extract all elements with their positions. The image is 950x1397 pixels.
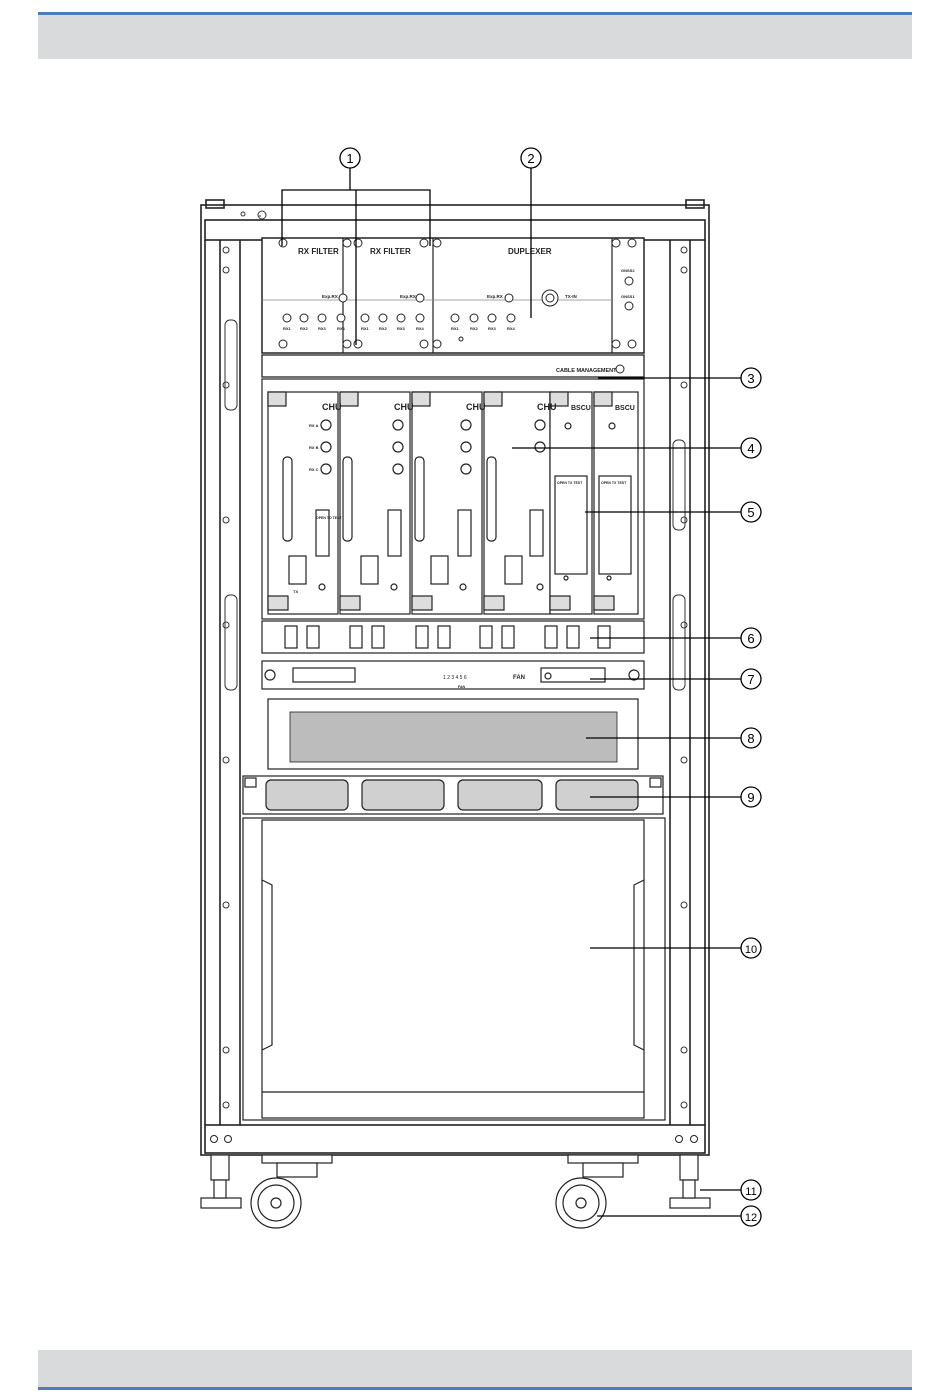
rx1-port-label-a: RX1 <box>283 326 292 331</box>
rx-c-label: RX C <box>309 467 319 472</box>
callout-5: 5 <box>747 505 754 520</box>
open-tx-test-label-1: OPEN TX TEST <box>557 481 583 485</box>
open-to-test-label: OPEN TO TEST <box>316 516 342 520</box>
chu-module-4 <box>484 392 550 614</box>
rx3-port-label-a: RX3 <box>318 326 327 331</box>
rx2-port-label-b: RX2 <box>379 326 388 331</box>
callout-9: 9 <box>747 790 754 805</box>
rx2-port-label-c: RX2 <box>470 326 479 331</box>
rx1-port-label-c: RX1 <box>451 326 460 331</box>
subrack <box>262 379 644 619</box>
fan-numbers: 1 2 3 4 5 6 <box>443 675 467 681</box>
rx3-port-label-b: RX3 <box>397 326 406 331</box>
empty-bay <box>243 818 665 1120</box>
plinth <box>211 1136 698 1143</box>
chu-label-2: CHU <box>394 402 414 412</box>
fan-sub-label: FAN <box>458 685 465 689</box>
exp-rx-label-3: Exp.RX <box>487 294 503 299</box>
cable-guide <box>262 621 644 653</box>
bscu-label-2: BSCU <box>615 405 635 412</box>
bscu-module-1 <box>550 392 592 614</box>
bscu-label-1: BSCU <box>571 405 591 412</box>
air-inlet-grille <box>268 699 638 769</box>
cable-management: CABLE MANAGEMENT <box>262 355 644 377</box>
chu-module-3 <box>412 392 482 614</box>
rx4-port-label-a: RX4 <box>337 326 346 331</box>
blower-unit <box>243 776 663 814</box>
rx4-port-label-b: RX4 <box>416 326 425 331</box>
gnss1-label: GNSS1 <box>621 294 635 299</box>
rx4-port-label-c: RX4 <box>507 326 516 331</box>
chu-module-2 <box>340 392 410 614</box>
tx-label: TX <box>293 589 298 594</box>
rx3-port-label-c: RX3 <box>488 326 497 331</box>
callout-1: 1 <box>346 151 353 166</box>
rx-a-label: RX A <box>309 423 319 428</box>
callout-4: 4 <box>747 441 754 456</box>
castors <box>251 1155 638 1228</box>
callout-10: 10 <box>745 944 757 956</box>
bscu-module-2 <box>594 392 638 614</box>
duplexer-label: DUPLEXER <box>508 247 552 256</box>
exp-rx-label-2: Exp.RX <box>400 294 416 299</box>
rx2-port-label-a: RX2 <box>300 326 309 331</box>
open-tx-test-label-2: OPEN TX TEST <box>601 481 627 485</box>
callout-2: 2 <box>527 151 534 166</box>
chu-module-1 <box>268 392 338 614</box>
rx-filter-label-1: RX FILTER <box>298 247 339 256</box>
rx-filter-label-2: RX FILTER <box>370 247 411 256</box>
chu-label-4: CHU <box>537 402 557 412</box>
gnss2-label: GNSS2 <box>621 268 635 273</box>
callout-7: 7 <box>747 672 754 687</box>
chu-label-1: CHU <box>322 402 342 412</box>
filter-panel: RX FILTER RX FILTER DUPLEXER Exp.RX Exp.… <box>262 238 644 353</box>
chu-label-3: CHU <box>466 402 486 412</box>
cable-management-label: CABLE MANAGEMENT <box>556 368 617 374</box>
rx-b-label: RX B <box>309 445 319 450</box>
callout-3: 3 <box>747 371 754 386</box>
tx-in-label: TX-IN <box>565 294 577 299</box>
rx1-port-label-b: RX1 <box>361 326 370 331</box>
callout-11: 11 <box>745 1186 756 1198</box>
fan-label: FAN <box>513 675 525 681</box>
callout-6: 6 <box>747 631 754 646</box>
callout-8: 8 <box>747 731 754 746</box>
exp-rx-label-1: Exp.RX <box>322 294 338 299</box>
callout-12: 12 <box>745 1212 757 1224</box>
